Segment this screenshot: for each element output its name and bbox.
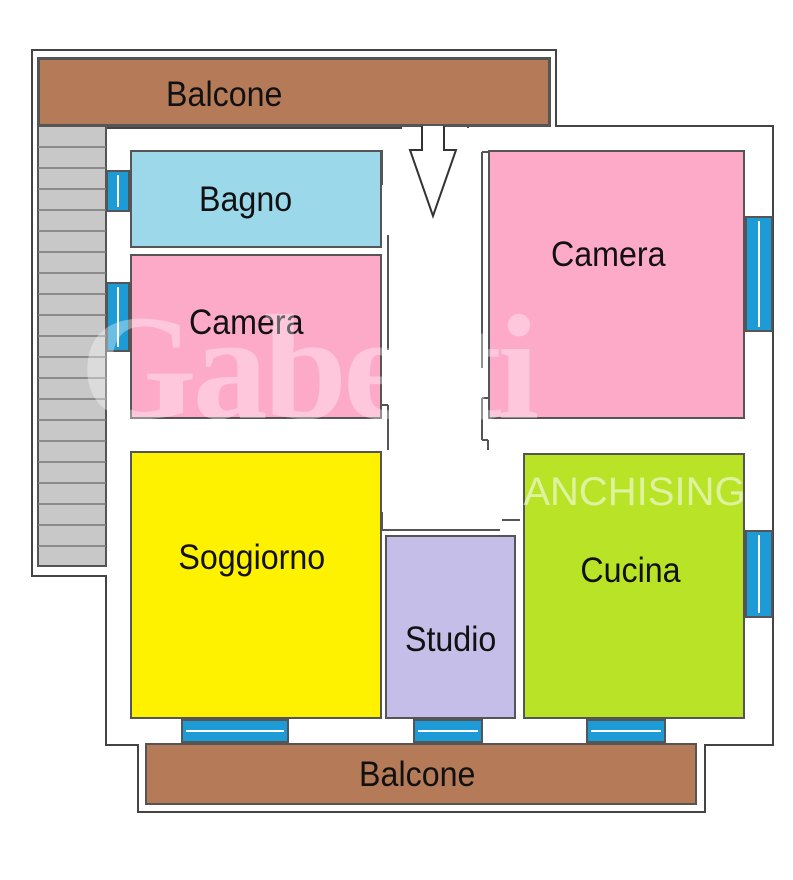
room-label-cucina: Cucina (579, 550, 681, 590)
room-soggiorno: Soggiorno (130, 451, 382, 719)
room-label-soggiorno: Soggiorno (178, 537, 326, 577)
room-label-studio: Studio (404, 619, 497, 659)
window-studio (413, 719, 483, 743)
window-bagno (106, 170, 130, 212)
room-label-balcone-bottom: Balcone (358, 754, 476, 794)
staircase (37, 125, 107, 567)
window-cucina (745, 530, 773, 618)
window-soggiorno (181, 719, 289, 743)
room-bagno: Bagno (130, 150, 382, 248)
room-label-camera-left: Camera (188, 303, 304, 342)
room-balcone-bottom: Balcone (145, 743, 697, 805)
room-label-bagno: Bagno (199, 179, 293, 219)
room-cucina: Cucina (523, 453, 745, 719)
corridor-walls (381, 150, 520, 531)
window-camera-right (745, 216, 773, 332)
room-balcone-top: Balcone (38, 58, 550, 126)
room-studio: Studio (385, 535, 516, 719)
room-camera-left: Camera (130, 254, 382, 419)
room-label-balcone-top: Balcone (165, 74, 283, 114)
room-label-camera-right: Camera (551, 235, 666, 274)
room-camera-right: Camera (488, 150, 745, 419)
window-cucina-bottom (586, 719, 666, 743)
window-camera-left (106, 282, 130, 352)
